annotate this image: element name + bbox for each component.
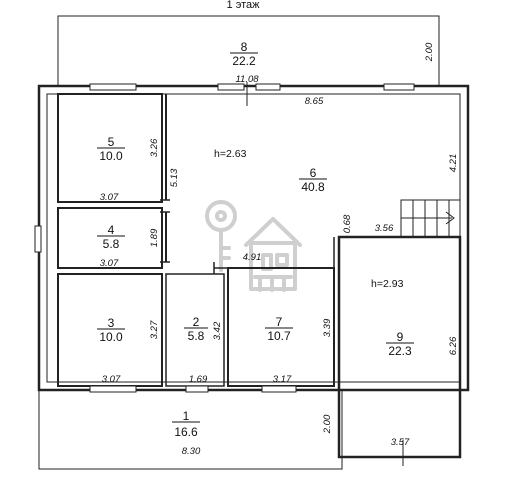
room-area: 22.3: [388, 344, 412, 358]
room-number: 5: [108, 135, 115, 149]
dimension-label: 4.91: [243, 252, 262, 263]
dimension-label: 3.26: [149, 138, 160, 157]
room-area: 5.8: [103, 237, 120, 251]
room-area: 10.7: [267, 329, 291, 343]
dimension-label: 3.07: [100, 258, 119, 269]
room-number: 3: [108, 316, 115, 330]
house-icon: [244, 217, 302, 292]
room-number: 7: [276, 315, 283, 329]
room-labels: 8 22.2 5 10.0 6 40.8 4 5.8 3 10.0 2 5.8 …: [97, 40, 414, 439]
dimension-label: 2.00: [424, 42, 435, 62]
dimension-label: 3.57: [391, 437, 410, 448]
dimension-label: 3.39: [322, 318, 333, 337]
room-area: 22.2: [232, 54, 256, 68]
doors: [160, 199, 229, 356]
dimension-label: 8.30: [182, 446, 201, 457]
room-number: 4: [108, 223, 115, 237]
dimension-label: 0.68: [342, 214, 353, 233]
room-number: 8: [241, 40, 248, 54]
room-area: 16.6: [174, 425, 198, 439]
dimension-label: 3.56: [375, 223, 394, 234]
dimension-label: 3.07: [100, 192, 119, 203]
dimension-label: 3.42: [212, 321, 223, 340]
room-number: 6: [310, 166, 317, 180]
watermark-logo: [205, 200, 302, 292]
dimension-label: 11.08: [235, 74, 259, 85]
room-number: 2: [193, 315, 200, 329]
dimension-labels: 2.00 11.08 8.65 3.26 5.13 4.21 3.07 0.68…: [100, 42, 459, 457]
dimension-label: 4.21: [448, 154, 459, 173]
room-area: 5.8: [188, 329, 205, 343]
dimension-label: 5.13: [169, 168, 180, 187]
room-number: 1: [183, 409, 190, 423]
ceiling-height-label: h=2.93: [371, 278, 404, 290]
room-area: 40.8: [301, 180, 325, 194]
ceiling-height-label: h=2.63: [214, 148, 247, 160]
room-area: 10.0: [99, 330, 123, 344]
room-area: 10.0: [99, 149, 123, 163]
windows: [34, 83, 415, 393]
dimension-label: 3.07: [102, 374, 121, 385]
dimension-label: 1.69: [189, 374, 208, 385]
dimension-label: 6.26: [448, 336, 459, 355]
dimension-label: 1.89: [149, 228, 160, 247]
dimension-label: 2.00: [322, 414, 333, 434]
floor-title: 1 этаж: [227, 0, 261, 11]
dimension-label: 3.27: [149, 320, 160, 339]
dimension-label: 8.65: [305, 96, 324, 107]
dimension-label: 3.17: [273, 374, 292, 385]
key-icon: [205, 200, 237, 272]
room-number: 9: [397, 330, 404, 344]
